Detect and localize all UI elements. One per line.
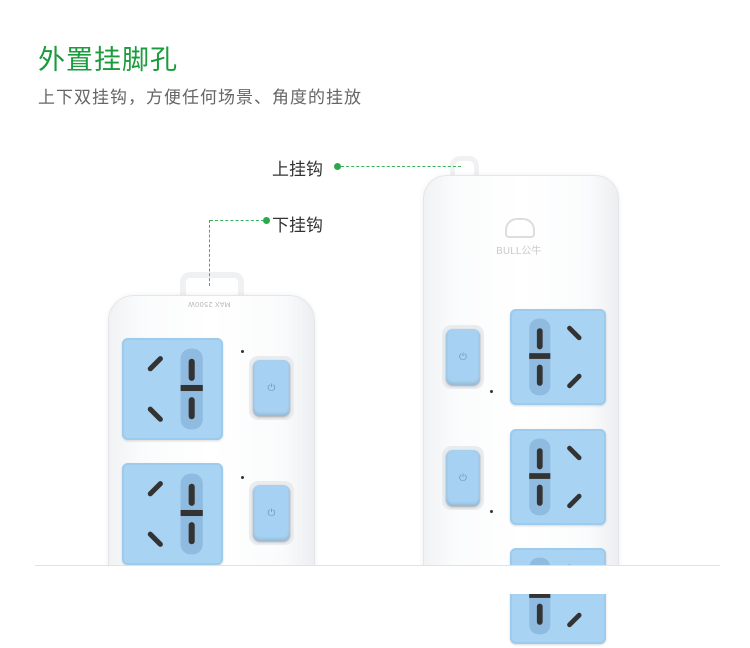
section-title: 外置挂脚孔 bbox=[38, 45, 178, 76]
indicator-light bbox=[241, 476, 244, 479]
indicator-light bbox=[241, 350, 244, 353]
upper-hook-dot bbox=[334, 163, 341, 170]
power-switch-button[interactable]: ⏻ bbox=[442, 446, 484, 510]
upper-hook bbox=[450, 156, 479, 181]
power-socket bbox=[510, 429, 606, 525]
power-switch-button[interactable]: ⏻ bbox=[442, 325, 484, 389]
power-socket bbox=[122, 463, 223, 565]
brand-logo: BULL公牛 bbox=[496, 246, 542, 257]
power-switch-button[interactable]: ⏻ bbox=[249, 356, 294, 420]
power-socket bbox=[510, 309, 606, 405]
bull-logo-icon bbox=[505, 218, 535, 238]
lower-hook-leader-v bbox=[209, 220, 210, 286]
lower-hook-label: 下挂钩 bbox=[272, 216, 323, 236]
power-icon: ⏻ bbox=[253, 485, 290, 541]
divider bbox=[35, 565, 720, 566]
indicator-light bbox=[490, 510, 493, 513]
lower-hook-leader-h bbox=[210, 220, 264, 221]
power-icon: ⏻ bbox=[446, 450, 480, 506]
indicator-light bbox=[490, 390, 493, 393]
upper-hook-label: 上挂钩 bbox=[272, 160, 323, 180]
power-socket bbox=[122, 338, 223, 440]
section-subtitle: 上下双挂钩，方便任何场景、角度的挂放 bbox=[38, 88, 362, 108]
power-switch-button[interactable]: ⏻ bbox=[249, 481, 294, 545]
upper-hook-leader bbox=[341, 166, 461, 167]
power-socket bbox=[510, 548, 606, 644]
power-icon: ⏻ bbox=[253, 360, 290, 416]
power-icon: ⏻ bbox=[446, 329, 480, 385]
bottom-mask bbox=[0, 566, 750, 594]
lower-hook bbox=[180, 272, 244, 302]
lower-hook-dot bbox=[263, 217, 270, 224]
rating-text: MAX 2500W bbox=[188, 300, 231, 308]
